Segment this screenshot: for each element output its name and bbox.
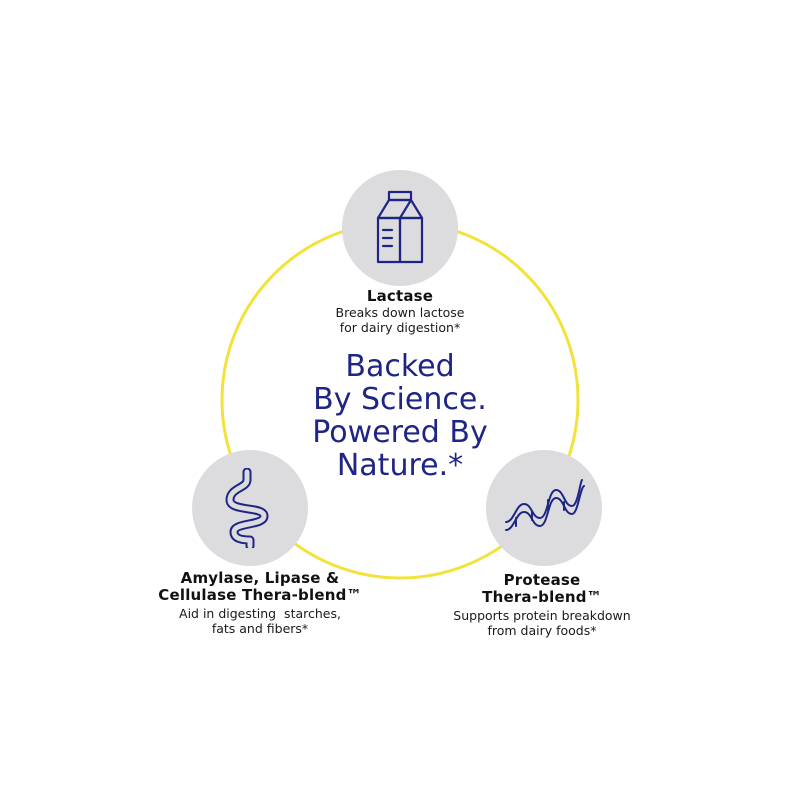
protease-title-line-1: Protease [503, 571, 581, 589]
amylase-desc-line-2: fats and fibers* [211, 621, 309, 636]
amylase-label: Amylase, Lipase & Cellulase Thera-blend™… [150, 570, 370, 637]
headline-line-2: By Science. [313, 382, 487, 417]
amylase-desc-line-1: Aid in digesting starches, [179, 606, 341, 621]
intestine-icon [225, 468, 269, 548]
lactase-desc-line-2: for dairy digestion* [339, 320, 461, 335]
protease-desc-line-1: Supports protein breakdown [453, 608, 631, 623]
lactase-desc-line-1: Breaks down lactose [335, 305, 465, 320]
lactase-badge [342, 170, 458, 286]
protease-description: Supports protein breakdown from dairy fo… [432, 608, 652, 638]
amylase-title-line-2: Cellulase Thera-blend™ [158, 586, 362, 604]
protease-title-line-2: Thera-blend™ [482, 588, 602, 606]
lactase-label: Lactase Breaks down lactose for dairy di… [300, 288, 500, 336]
protein-helix-icon [505, 479, 585, 531]
lactase-title: Lactase [300, 288, 500, 305]
headline-line-3: Powered By [312, 415, 488, 450]
headline-line-1: Backed [345, 349, 455, 384]
lactase-title-line: Lactase [366, 287, 434, 305]
milk-carton-icon [376, 190, 424, 264]
amylase-description: Aid in digesting starches, fats and fibe… [150, 606, 370, 636]
amylase-title-line-1: Amylase, Lipase & [180, 569, 340, 587]
protease-desc-line-2: from dairy foods* [487, 623, 597, 638]
headline-line-4: Nature.* [336, 448, 464, 483]
lactase-description: Breaks down lactose for dairy digestion* [300, 305, 500, 335]
amylase-badge [192, 450, 308, 566]
protease-badge [486, 450, 602, 566]
amylase-title: Amylase, Lipase & Cellulase Thera-blend™ [150, 570, 370, 604]
protease-label: Protease Thera-blend™ Supports protein b… [432, 572, 652, 639]
protease-title: Protease Thera-blend™ [432, 572, 652, 606]
headline: Backed By Science. Powered By Nature.* [280, 350, 520, 482]
